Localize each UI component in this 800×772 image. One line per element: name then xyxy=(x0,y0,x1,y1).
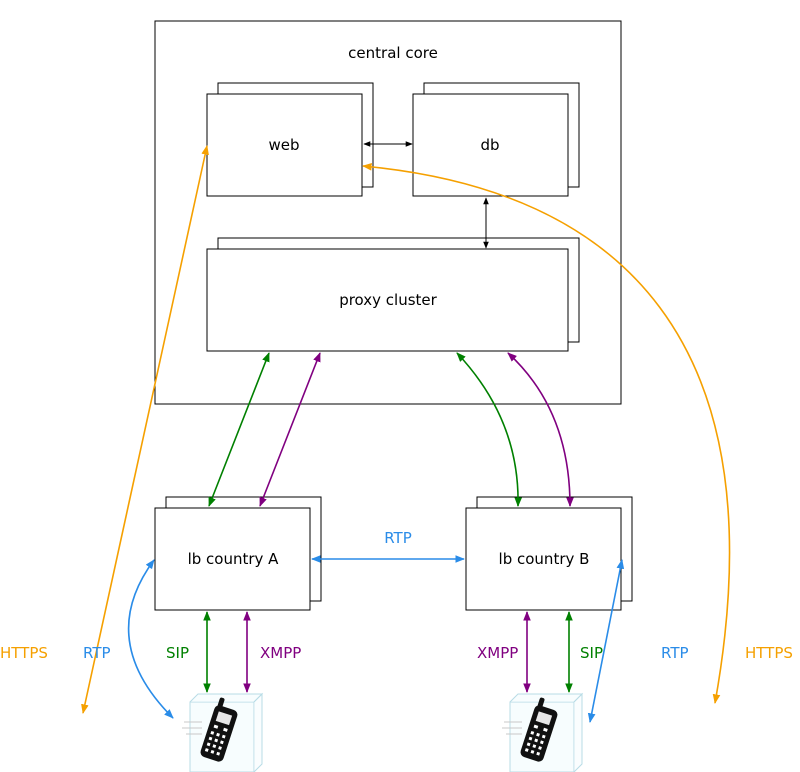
sip-left-label: SIP xyxy=(166,644,189,662)
https-right-label: HTTPS xyxy=(745,644,793,662)
rtp-right-label: RTP xyxy=(661,644,689,662)
rtp-left-label: RTP xyxy=(83,644,111,662)
central-core-title: central core xyxy=(348,44,438,62)
db-node: db xyxy=(412,82,580,197)
rtp-mid-label: RTP xyxy=(384,529,412,547)
mobile-phone-icon xyxy=(181,693,263,772)
lb-country-b-node: lb country B xyxy=(465,496,633,611)
lb-country-b-label: lb country B xyxy=(499,550,590,568)
xmpp-left-label: XMPP xyxy=(260,644,301,662)
mobile-phone-icon xyxy=(501,693,583,772)
xmpp-proxy-lb-a xyxy=(259,352,321,507)
web-node: web xyxy=(206,82,374,197)
lb-country-a-node: lb country A xyxy=(154,496,322,611)
https-left-link xyxy=(81,145,209,714)
https-left-label: HTTPS xyxy=(0,644,48,662)
https-right-link xyxy=(362,162,731,704)
db-label: db xyxy=(480,136,499,154)
proxy-cluster-label: proxy cluster xyxy=(339,291,437,309)
lb-country-a-label: lb country A xyxy=(188,550,280,568)
web-label: web xyxy=(268,136,299,154)
xmpp-right-label: XMPP xyxy=(477,644,518,662)
sip-right-label: SIP xyxy=(580,644,603,662)
sip-proxy-lb-a xyxy=(208,352,270,507)
proxy-cluster-node: proxy cluster xyxy=(206,237,580,352)
